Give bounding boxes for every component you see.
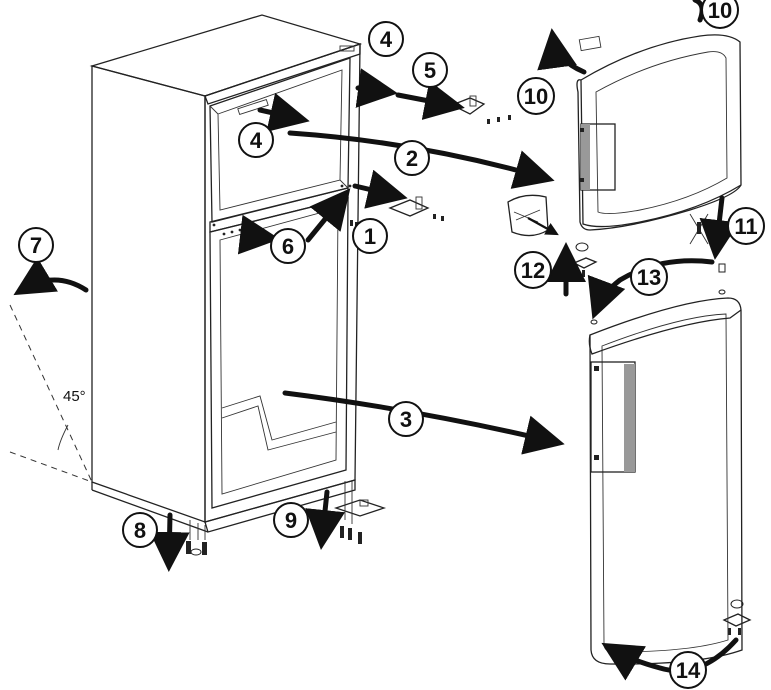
step-5: 5 [412,52,448,88]
cable-bag [507,194,559,237]
svg-text:10: 10 [524,84,548,109]
fridge-cabinet [89,14,363,533]
fridge-door [588,297,743,665]
step-9: 9 [273,502,309,538]
step-6: 6 [270,228,306,264]
tilt-angle-guide [9,304,93,483]
svg-text:9: 9 [285,508,297,533]
door-bottom-hinge [722,599,752,635]
step-4b: 4 [238,122,274,158]
svg-text:8: 8 [134,518,146,543]
svg-text:4: 4 [250,128,263,153]
svg-text:1: 1 [364,224,376,249]
step-12: 12 [514,251,552,289]
svg-text:14: 14 [676,658,701,683]
step-3: 3 [388,401,424,437]
svg-text:5: 5 [424,58,436,83]
step-11: 11 [727,207,765,245]
step-2: 2 [394,140,430,176]
bottom-hinge-part [333,481,387,544]
svg-text:13: 13 [637,265,661,290]
step-4a: 4 [368,21,404,57]
svg-text:6: 6 [282,234,294,259]
svg-text:11: 11 [734,214,757,239]
svg-text:7: 7 [30,233,42,258]
step-labels: 4 5 4 2 1 6 7 3 [18,0,765,689]
step-13: 13 [630,258,668,296]
freezer-door [576,34,742,245]
step-1: 1 [352,218,388,254]
motion-arrows [13,0,740,681]
svg-text:2: 2 [406,146,418,171]
step-10b: 10 [517,77,555,115]
svg-text:4: 4 [380,27,393,52]
step-7: 7 [18,227,54,263]
svg-text:12: 12 [521,258,545,283]
svg-text:3: 3 [400,407,412,432]
step-14: 14 [669,651,707,689]
step-8: 8 [122,512,158,548]
angle-label: 45° [63,388,86,405]
svg-text:10: 10 [708,0,732,23]
step-10a: 10 [701,0,739,29]
top-hinge-part [450,95,511,124]
